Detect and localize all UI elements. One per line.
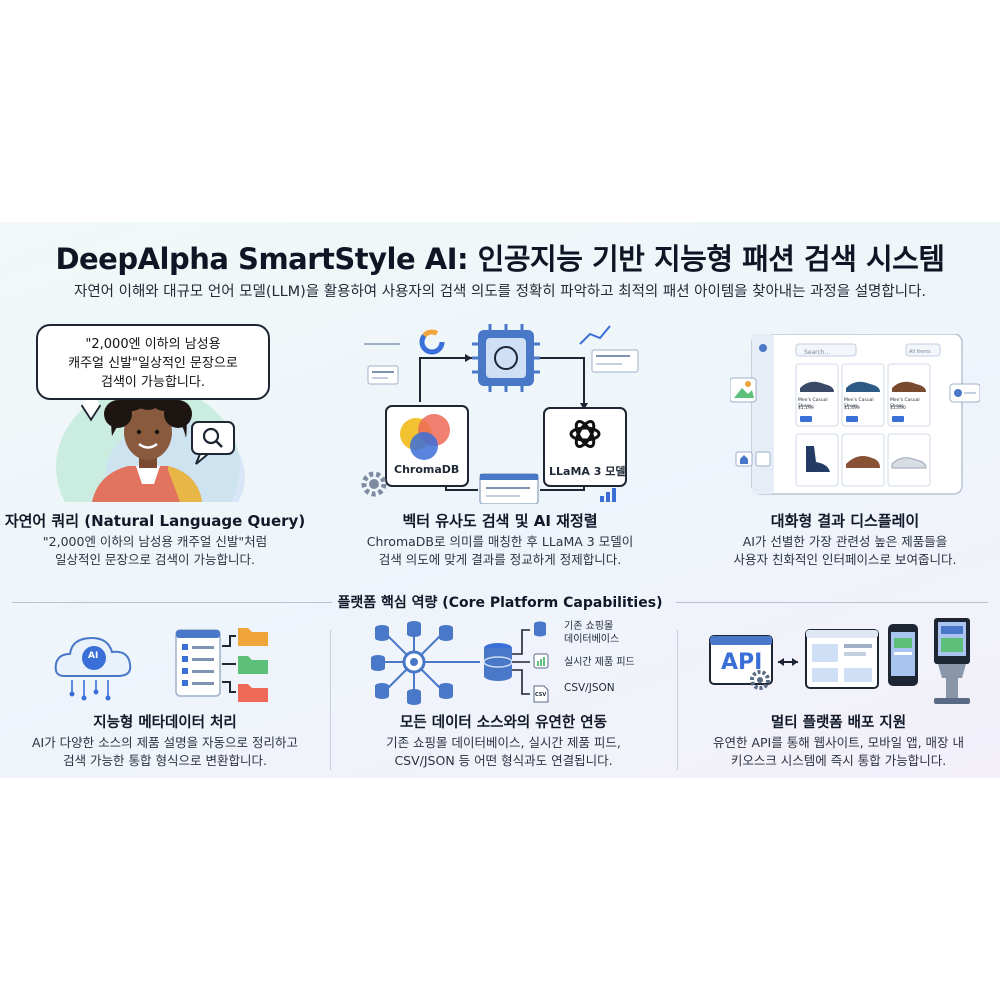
- product-name: Men's Casual Shoes: [798, 398, 828, 409]
- chromadb-label: ChromaDB: [394, 463, 460, 476]
- product-price: $1,490: [890, 406, 906, 411]
- csv-icon-text: CSV: [535, 692, 547, 698]
- product-name: Men's Casual Shoes: [844, 398, 874, 409]
- section2-title: 벡터 유사도 검색 및 AI 재정렬: [402, 512, 598, 530]
- cap1-title: 지능형 메타데이터 처리: [93, 715, 237, 731]
- product-name: Men's Casual Shoes: [890, 398, 920, 409]
- section3-desc: AI가 선별한 가장 관련성 높은 제품들을 사용자 친화적인 인터페이스로 보…: [690, 533, 1000, 569]
- api-label: API: [721, 650, 763, 675]
- desc-line: "2,000엔 이하의 남성용 캐주얼 신발"처럼: [42, 534, 268, 549]
- section1-title: 자연어 쿼리 (Natural Language Query): [4, 512, 306, 530]
- cap2-title: 모든 데이터 소스와의 유연한 연동: [400, 715, 607, 731]
- multi-platform-illustration: [709, 618, 970, 704]
- desc-line: 키오스크 시스템에 즉시 통합 가능합니다.: [730, 753, 947, 768]
- metadata-illustration: [54, 628, 268, 702]
- llama-label: LLaMA 3 모델: [549, 465, 626, 478]
- cap1-desc: AI가 다양한 소스의 제품 설명을 자동으로 정리하고 검색 가능한 통합 형…: [0, 734, 330, 770]
- desc-line: 기존 쇼핑몰 데이터베이스, 실시간 제품 피드,: [386, 735, 621, 750]
- desc-line: 검색 가능한 통합 형식으로 변환합니다.: [63, 753, 267, 768]
- source-line: 데이터베이스: [564, 634, 620, 645]
- capabilities-heading: 플랫폼 핵심 역량 (Core Platform Capabilities): [337, 595, 663, 611]
- source-live-feed: 실시간 제품 피드: [564, 656, 635, 669]
- source-line: 기존 쇼핑몰: [564, 621, 614, 632]
- desc-line: AI가 선별한 가장 관련성 높은 제품들을: [742, 534, 948, 549]
- results-filter-label: All Items: [909, 349, 931, 355]
- speech-bubble: "2,000엔 이하의 남성용 캐주얼 신발"일상적인 문장으로 검색이 가능합…: [36, 324, 270, 400]
- desc-line: CSV/JSON 등 어떤 형식과도 연결됩니다.: [394, 753, 613, 768]
- divider-line-right: [676, 602, 988, 603]
- section3-title: 대화형 결과 디스플레이: [770, 512, 920, 530]
- desc-line: 일상적인 문장으로 검색이 가능합니다.: [55, 552, 255, 567]
- bubble-line: "2,000엔 이하의 남성용: [85, 337, 221, 352]
- source-line: CSV/JSON: [564, 682, 615, 694]
- results-search-placeholder: Search...: [804, 349, 831, 356]
- infographic: DeepAlpha SmartStyle AI: 인공지능 기반 지능형 패션 …: [0, 222, 1000, 778]
- page-subtitle: 자연어 이해와 대규모 언어 모델(LLM)을 활용하여 사용자의 검색 의도를…: [73, 284, 927, 300]
- section1-desc: "2,000엔 이하의 남성용 캐주얼 신발"처럼 일상적인 문장으로 검색이 …: [0, 533, 310, 569]
- desc-line: 유연한 API를 통해 웹사이트, 모바일 앱, 매장 내: [712, 735, 965, 750]
- data-sources-illustration: [371, 621, 549, 705]
- column-divider: [330, 630, 331, 770]
- bubble-line: 검색이 가능합니다.: [101, 375, 205, 390]
- divider-line-left: [12, 602, 332, 603]
- desc-line: AI가 다양한 소스의 제품 설명을 자동으로 정리하고: [31, 735, 299, 750]
- source-line: 실시간 제품 피드: [564, 657, 635, 668]
- product-price: $1,499: [844, 406, 860, 411]
- page-title: DeepAlpha SmartStyle AI: 인공지능 기반 지능형 패션 …: [55, 242, 945, 276]
- cap2-desc: 기존 쇼핑몰 데이터베이스, 실시간 제품 피드, CSV/JSON 등 어떤 …: [330, 734, 677, 770]
- cap3-desc: 유연한 API를 통해 웹사이트, 모바일 앱, 매장 내 키오스크 시스템에 …: [677, 734, 1000, 770]
- product-price: $1,199: [798, 406, 814, 411]
- desc-line: 사용자 친화적인 인터페이스로 보여줍니다.: [733, 552, 957, 567]
- ai-chip-text: AI: [88, 651, 99, 661]
- bubble-line: 캐주얼 신발"일상적인 문장으로: [68, 356, 238, 371]
- desc-line: ChromaDB로 의미를 매칭한 후 LLaMA 3 모델이: [366, 534, 634, 549]
- section2-desc: ChromaDB로 의미를 매칭한 후 LLaMA 3 모델이 검색 의도에 맞…: [330, 533, 670, 569]
- cap3-title: 멀티 플랫폼 배포 지원: [770, 715, 907, 731]
- pipeline-illustration: [361, 324, 639, 504]
- desc-line: 검색 의도에 맞게 결과를 정교하게 정제합니다.: [378, 552, 622, 567]
- column-divider: [677, 630, 678, 770]
- source-csv-json: CSV/JSON: [564, 682, 615, 695]
- results-illustration: [730, 334, 980, 495]
- source-shopping-db: 기존 쇼핑몰 데이터베이스: [564, 620, 619, 646]
